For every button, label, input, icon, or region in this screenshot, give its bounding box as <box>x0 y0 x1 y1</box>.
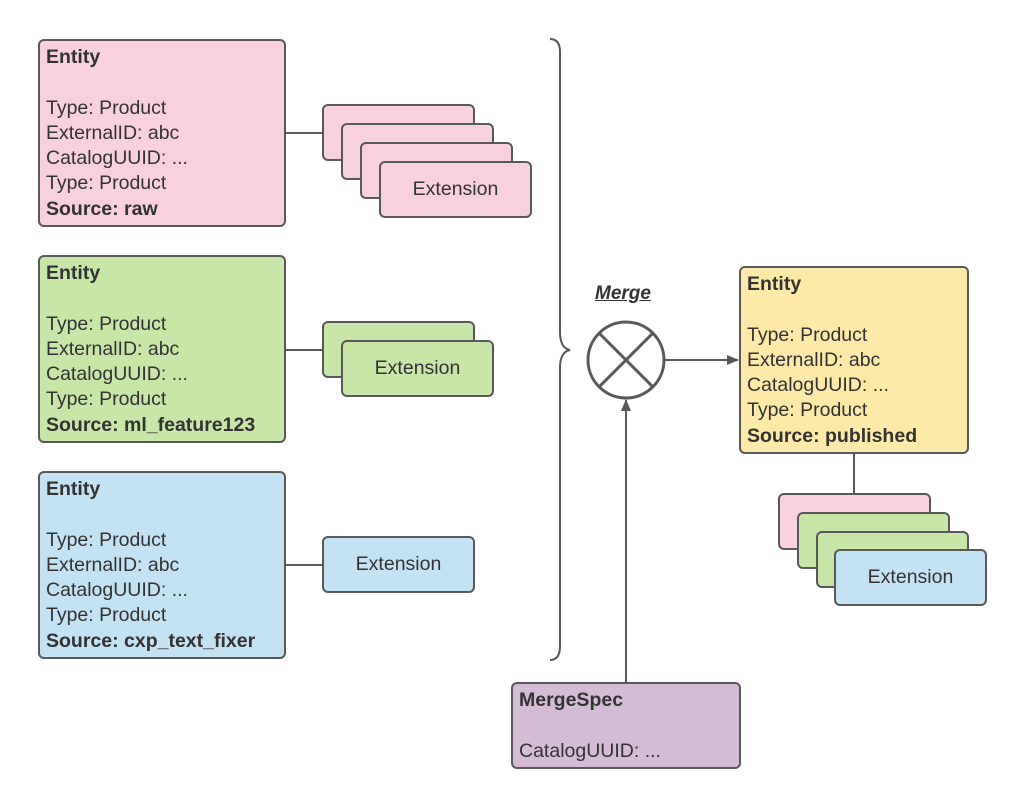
extension-card: Extension <box>322 536 475 593</box>
entity-source: Source: ml_feature123 <box>46 413 256 436</box>
entity-title: Entity <box>747 273 802 295</box>
entity-box-cxp-text-fixer: Entity Type: Product ExternalID: abc Cat… <box>38 471 286 659</box>
extension-label: Extension <box>355 553 442 575</box>
mergespec-box: MergeSpec CatalogUUID: ... <box>511 682 741 769</box>
entity-box-raw: Entity Type: Product ExternalID: abc Cat… <box>38 39 286 227</box>
entity-line: Type: Product <box>46 96 167 119</box>
entity-line: Type: Product <box>747 399 868 422</box>
mergespec-line: CatalogUUID: ... <box>519 739 661 762</box>
entity-line: ExternalID: abc <box>747 348 881 371</box>
entity-title: Entity <box>46 46 101 68</box>
merge-icon <box>586 320 666 400</box>
extension-card: Extension <box>379 161 532 218</box>
entity-line: CatalogUUID: ... <box>46 147 188 170</box>
entity-source: Source: raw <box>46 197 158 220</box>
extension-card: Extension <box>341 340 494 397</box>
entity-line: ExternalID: abc <box>46 553 180 576</box>
curly-brace <box>549 38 571 661</box>
entity-title: Entity <box>46 262 101 284</box>
entity-box-ml-feature: Entity Type: Product ExternalID: abc Cat… <box>38 255 286 443</box>
entity-line: Type: Product <box>46 604 167 627</box>
entity-line: ExternalID: abc <box>46 337 180 360</box>
entity-line: ExternalID: abc <box>46 121 180 144</box>
extension-label: Extension <box>867 566 954 588</box>
entity-line: Type: Product <box>46 312 167 335</box>
entity-title: Entity <box>46 478 101 500</box>
extension-label: Extension <box>374 357 461 379</box>
entity-box-published: Entity Type: Product ExternalID: abc Cat… <box>739 266 969 454</box>
entity-line: Type: Product <box>46 172 167 195</box>
entity-source: Source: published <box>747 424 918 447</box>
entity-source: Source: cxp_text_fixer <box>46 629 256 652</box>
entity-line: CatalogUUID: ... <box>46 579 188 602</box>
entity-line: Type: Product <box>747 323 868 346</box>
entity-line: CatalogUUID: ... <box>46 363 188 386</box>
mergespec-title: MergeSpec <box>519 689 624 711</box>
entity-line: CatalogUUID: ... <box>747 374 889 397</box>
entity-line: Type: Product <box>46 528 167 551</box>
entity-line: Type: Product <box>46 388 167 411</box>
extension-label: Extension <box>412 178 499 200</box>
extension-card: Extension <box>834 549 987 606</box>
merge-label: Merge <box>595 283 651 304</box>
